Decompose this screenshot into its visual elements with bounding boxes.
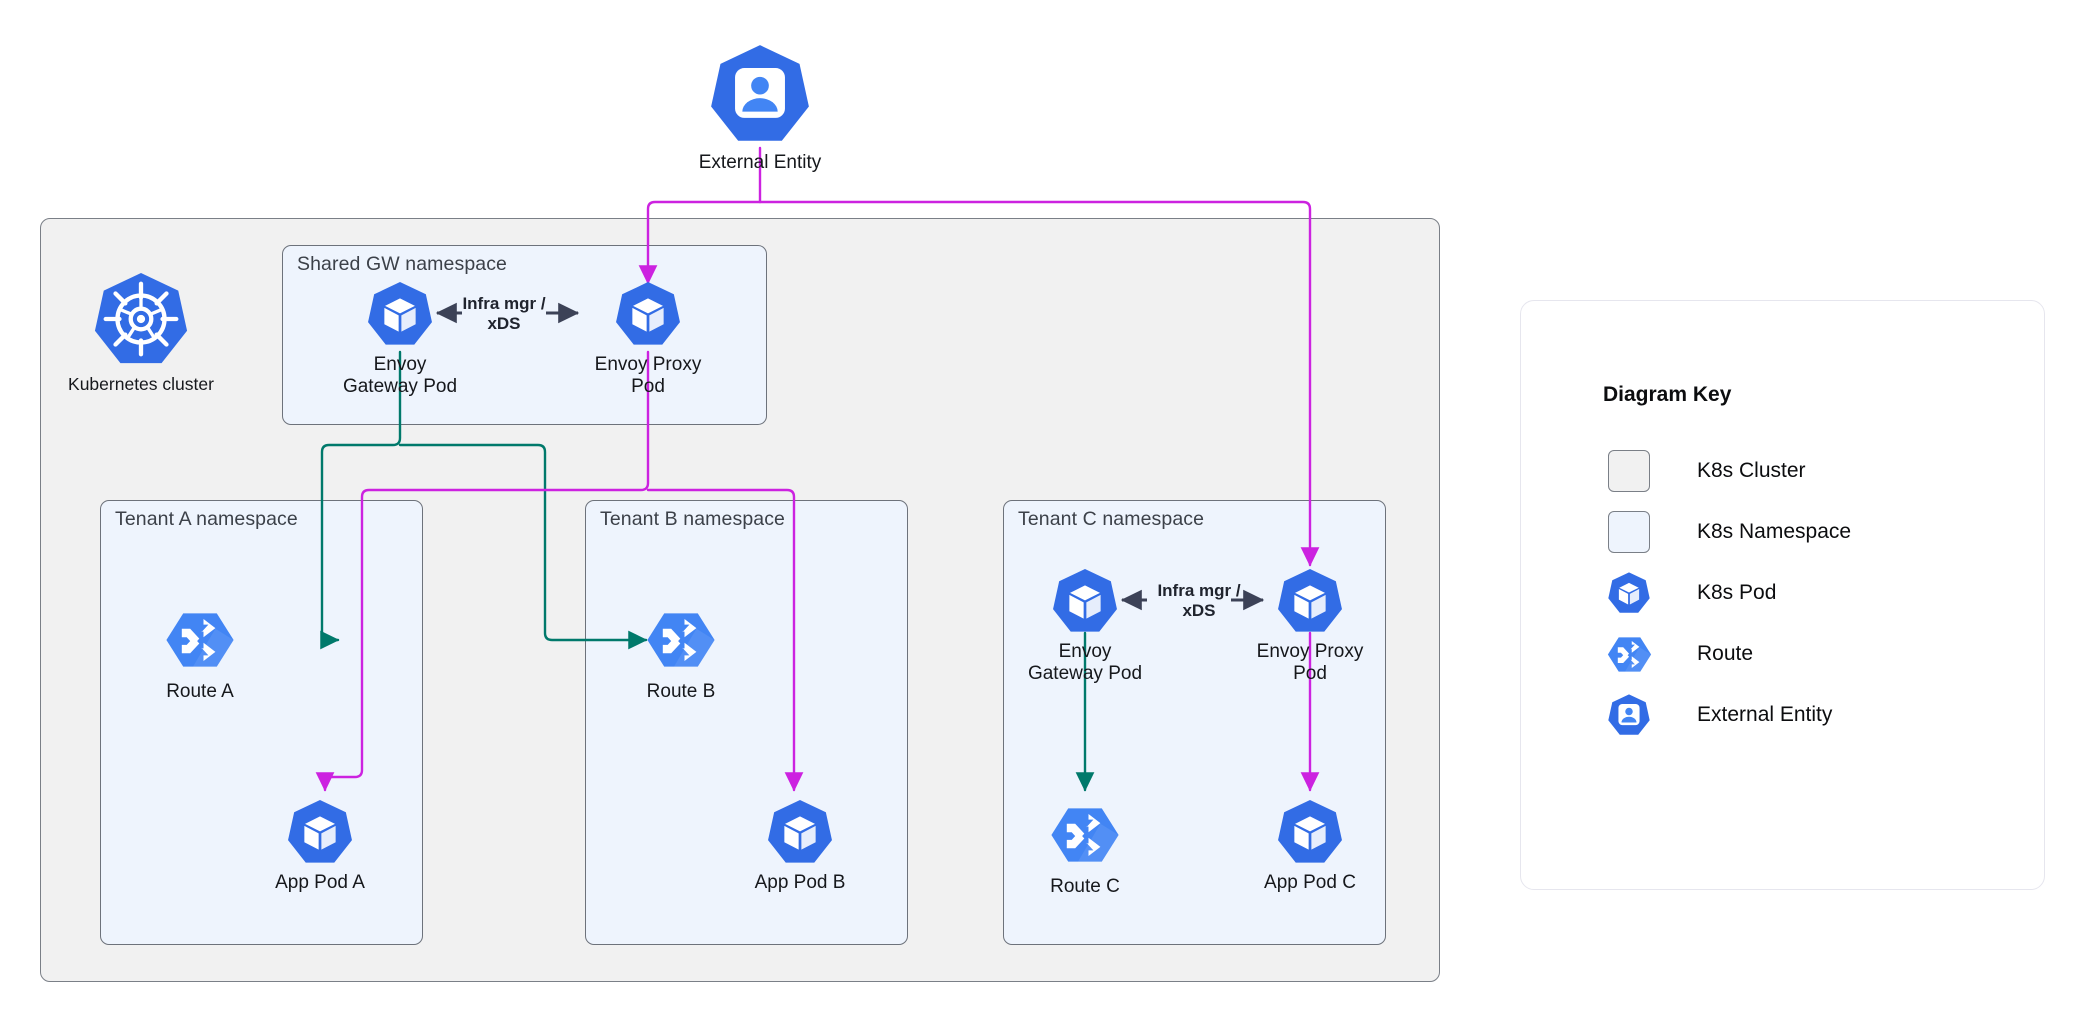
route-icon bbox=[1050, 800, 1120, 870]
legend-item-external-entity: External Entity bbox=[1603, 689, 1832, 741]
k8s-pod-icon bbox=[766, 798, 834, 866]
k8s-pod-icon bbox=[614, 280, 682, 348]
namespace-label: Shared GW namespace bbox=[297, 253, 508, 275]
diagram-key-panel: Diagram Key K8s Cluster K8s Namespace K8… bbox=[1520, 300, 2045, 890]
node-tenant-c-proxy-pod[interactable]: Envoy Proxy Pod bbox=[1225, 567, 1395, 685]
legend-item-k8s-pod: K8s Pod bbox=[1603, 567, 1776, 619]
node-label: Route A bbox=[166, 681, 234, 702]
node-label: Kubernetes cluster bbox=[68, 374, 214, 394]
cluster-swatch bbox=[1603, 450, 1655, 492]
node-shared-proxy-pod[interactable]: Envoy Proxy Pod bbox=[563, 280, 733, 398]
legend-label: K8s Pod bbox=[1697, 581, 1777, 604]
node-label: Envoy Gateway Pod bbox=[1027, 641, 1143, 685]
external-entity-icon bbox=[1603, 693, 1655, 737]
k8s-pod-icon bbox=[366, 280, 434, 348]
node-label: Envoy Proxy Pod bbox=[1256, 641, 1364, 685]
legend-label: K8s Namespace bbox=[1697, 520, 1852, 543]
node-label: App Pod A bbox=[275, 872, 365, 893]
node-route-b[interactable]: Route B bbox=[596, 605, 766, 703]
diagram-key-title: Diagram Key bbox=[1603, 383, 1732, 406]
node-app-pod-a[interactable]: App Pod A bbox=[235, 798, 405, 894]
namespace-label: Tenant C namespace bbox=[1018, 508, 1205, 530]
k8s-pod-icon bbox=[1051, 567, 1119, 635]
legend-label: External Entity bbox=[1697, 703, 1833, 726]
node-label: Envoy Gateway Pod bbox=[342, 354, 458, 398]
external-entity-icon bbox=[708, 42, 812, 146]
node-label: Envoy Proxy Pod bbox=[594, 354, 702, 398]
k8s-pod-icon bbox=[1276, 798, 1344, 866]
node-route-a[interactable]: Route A bbox=[115, 605, 285, 703]
node-shared-gateway-pod[interactable]: Envoy Gateway Pod bbox=[315, 280, 485, 398]
route-icon bbox=[1603, 632, 1655, 677]
namespace-tenant-c: Tenant C namespace bbox=[1003, 500, 1386, 945]
legend-label: K8s Cluster bbox=[1697, 459, 1806, 482]
legend-label: Route bbox=[1697, 642, 1754, 665]
k8s-pod-icon bbox=[1603, 571, 1655, 615]
node-route-c[interactable]: Route C bbox=[1000, 800, 1170, 898]
k8s-pod-icon bbox=[286, 798, 354, 866]
infra-mgr-xds-label-shared: Infra mgr / xDS bbox=[462, 294, 546, 334]
node-label: App Pod C bbox=[1264, 872, 1356, 893]
node-tenant-c-gateway-pod[interactable]: Envoy Gateway Pod bbox=[1000, 567, 1170, 685]
route-icon bbox=[165, 605, 235, 675]
legend-item-route: Route bbox=[1603, 628, 1753, 680]
namespace-swatch bbox=[1603, 511, 1655, 553]
node-label: Route B bbox=[646, 681, 716, 702]
legend-item-k8s-cluster: K8s Cluster bbox=[1603, 445, 1806, 497]
node-external-entity[interactable]: External Entity bbox=[675, 42, 845, 174]
node-kubernetes-cluster: Kubernetes cluster bbox=[56, 270, 226, 394]
node-label: External Entity bbox=[698, 152, 822, 173]
node-app-pod-b[interactable]: App Pod B bbox=[715, 798, 885, 894]
kubernetes-helm-icon bbox=[92, 270, 190, 368]
node-app-pod-c[interactable]: App Pod C bbox=[1225, 798, 1395, 894]
namespace-label: Tenant B namespace bbox=[600, 508, 786, 530]
infra-mgr-xds-label-tenant-c: Infra mgr / xDS bbox=[1157, 581, 1241, 621]
route-icon bbox=[646, 605, 716, 675]
k8s-pod-icon bbox=[1276, 567, 1344, 635]
namespace-label: Tenant A namespace bbox=[115, 508, 298, 530]
legend-item-k8s-namespace: K8s Namespace bbox=[1603, 506, 1851, 558]
node-label: Route C bbox=[1050, 876, 1120, 897]
node-label: App Pod B bbox=[754, 872, 846, 893]
